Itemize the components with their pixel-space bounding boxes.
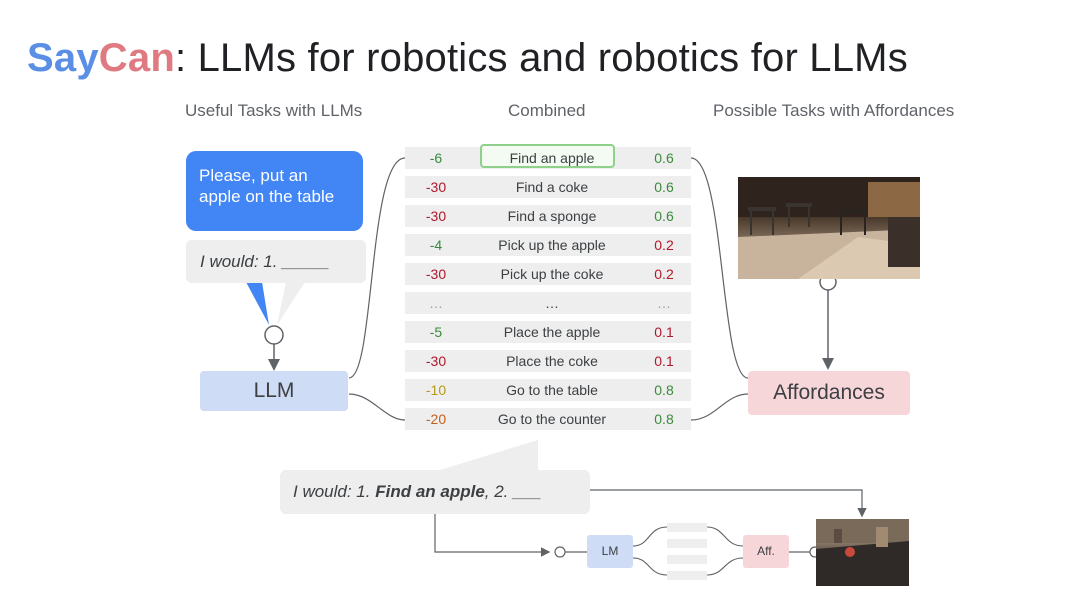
- table-row: -5 Place the apple 0.1: [405, 321, 691, 343]
- column-header-left: Useful Tasks with LLMs: [185, 101, 363, 120]
- mini-table-row: [667, 539, 707, 548]
- mini-aff-box: Aff.: [743, 535, 789, 568]
- page-title: SayCan: LLMs for robotics and robotics f…: [27, 36, 908, 81]
- bottom-prefix: I would: 1.: [293, 482, 376, 501]
- llm-box: LLM: [200, 371, 348, 411]
- llm-score: -30: [425, 266, 447, 282]
- mini-table-row: [667, 571, 707, 580]
- title-rest: : LLMs for robotics and robotics for LLM…: [174, 36, 908, 80]
- table-row: … … …: [405, 292, 691, 314]
- bottom-suffix: , 2. ___: [484, 482, 542, 501]
- mini-lm-box: LM: [587, 535, 633, 568]
- skill-name: Pick up the coke: [500, 266, 604, 282]
- table-scene-illustration: [816, 519, 909, 586]
- llm-score: -4: [429, 237, 443, 253]
- affordance-probability: 0.6: [654, 150, 674, 166]
- table-row: -20 Go to the counter 0.8: [405, 408, 691, 430]
- blue-bubble-tail: [246, 282, 269, 325]
- table-row: -30 Find a sponge 0.6: [405, 205, 691, 227]
- llm-score: -30: [425, 179, 447, 195]
- gray-bubble-tail: [277, 282, 305, 325]
- mini-table-row: [667, 523, 707, 532]
- skill-name: Find an apple: [509, 150, 595, 166]
- mini-table-row: [667, 555, 707, 564]
- llm-score: -10: [425, 382, 447, 398]
- aff-to-table-curve: [690, 157, 749, 379]
- llm-score: …: [429, 295, 443, 311]
- affordances-box: Affordances: [748, 371, 910, 415]
- instruction-bubble: Please, put an apple on the table: [186, 151, 363, 231]
- skill-name: …: [545, 295, 559, 311]
- completion-bubble: I would: 1. _____: [186, 240, 366, 283]
- llm-input-node: [264, 325, 284, 345]
- llm-score: -5: [429, 324, 443, 340]
- affordance-probability: 0.8: [654, 411, 674, 427]
- room-scene-illustration: [738, 177, 920, 279]
- table-row: -30 Place the coke 0.1: [405, 350, 691, 372]
- skill-name: Place the apple: [503, 324, 601, 340]
- affordance-probability: 0.2: [654, 237, 674, 253]
- llm-to-table-curve: [348, 157, 406, 379]
- robot-table-photo: [816, 519, 909, 586]
- table-row: -6 Find an apple 0.6: [405, 144, 691, 169]
- llm-score: -30: [425, 208, 447, 224]
- title-say: Say: [27, 36, 99, 80]
- table-row: -30 Find a coke 0.6: [405, 176, 691, 198]
- skill-name: Pick up the apple: [498, 237, 606, 253]
- affordance-probability: 0.6: [654, 208, 674, 224]
- skill-name: Go to the counter: [497, 411, 607, 427]
- table-row: -4 Pick up the apple 0.2: [405, 234, 691, 256]
- llm-score: -20: [425, 411, 447, 427]
- skill-name: Find a sponge: [507, 208, 597, 224]
- affordance-probability: 0.1: [654, 324, 674, 340]
- affordance-probability: 0.6: [654, 179, 674, 195]
- selected-skill-highlight: [480, 144, 615, 168]
- bottom-bubble-tail: [440, 440, 538, 470]
- table-row: -10 Go to the table 0.8: [405, 379, 691, 401]
- bottom-chosen-skill: Find an apple: [375, 482, 485, 501]
- skill-name: Find a coke: [515, 179, 589, 195]
- robot-camera-photo: [738, 177, 920, 279]
- affordance-probability: 0.8: [654, 382, 674, 398]
- llm-score: -30: [425, 353, 447, 369]
- bottom-completion-bubble: I would: 1. Find an apple, 2. ___: [280, 470, 590, 514]
- title-can: Can: [98, 36, 175, 80]
- column-header-middle: Combined: [508, 101, 586, 120]
- table-row: -30 Pick up the coke 0.2: [405, 263, 691, 285]
- affordance-probability: …: [657, 295, 671, 311]
- column-header-right: Possible Tasks with Affordances: [713, 101, 955, 120]
- skill-name: Go to the table: [506, 382, 598, 398]
- llm-score: -6: [429, 150, 443, 166]
- skill-name: Place the coke: [506, 353, 598, 369]
- affordance-probability: 0.1: [654, 353, 674, 369]
- affordance-probability: 0.2: [654, 266, 674, 282]
